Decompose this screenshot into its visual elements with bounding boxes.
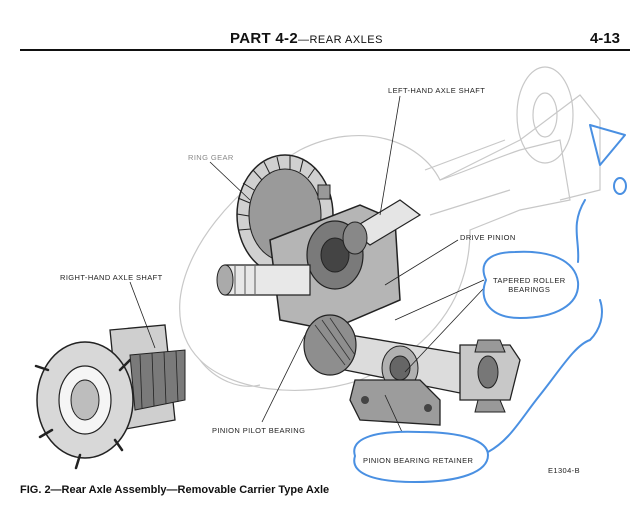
label-right-axle-shaft: RIGHT-HAND AXLE SHAFT [60,273,163,282]
leader-lines [129,95,485,433]
drive-pinion [303,314,471,396]
label-ring-gear: RING GEAR [188,153,234,162]
right-axle-shaft-in-carrier [216,264,311,296]
label-left-axle-shaft: LEFT-HAND AXLE SHAFT [388,86,486,95]
circle-doodle [613,177,627,195]
section-title: —REAR AXLES [297,34,383,46]
label-tapered-roller-bearings: TAPERED ROLLER BEARINGS [493,276,566,294]
connector-line-lower [487,299,603,453]
housing-outline [179,66,601,392]
page-number: 4-13 [589,30,620,47]
part-number: PART 4-2 [230,30,298,47]
label-tapered-line2: BEARINGS [508,285,551,294]
label-pinion-bearing-retainer: PINION BEARING RETAINER [363,456,474,465]
label-drive-pinion: DRIVE PINION [460,233,516,242]
retainer-circle-annotation [353,430,489,483]
header-rule [20,49,630,51]
label-tapered-line1: TAPERED ROLLER [493,276,566,285]
right-axle-flange [34,324,186,470]
label-pinion-pilot-bearing: PINION PILOT BEARING [212,426,306,435]
page-header-part: PART 4-2—REAR AXLES [230,30,383,47]
left-axle-shaft [342,199,422,255]
triangle-doodle [589,124,626,166]
hand-annotations [353,124,627,483]
pinion-bearing-retainer [349,379,441,426]
figure-caption: FIG. 2—Rear Axle Assembly—Removable Carr… [20,484,330,496]
pinion-yoke [459,339,521,413]
figure-code: E1304-B [548,466,580,475]
bearings-circle-annotation [482,250,580,319]
connector-line-upper [575,199,586,263]
